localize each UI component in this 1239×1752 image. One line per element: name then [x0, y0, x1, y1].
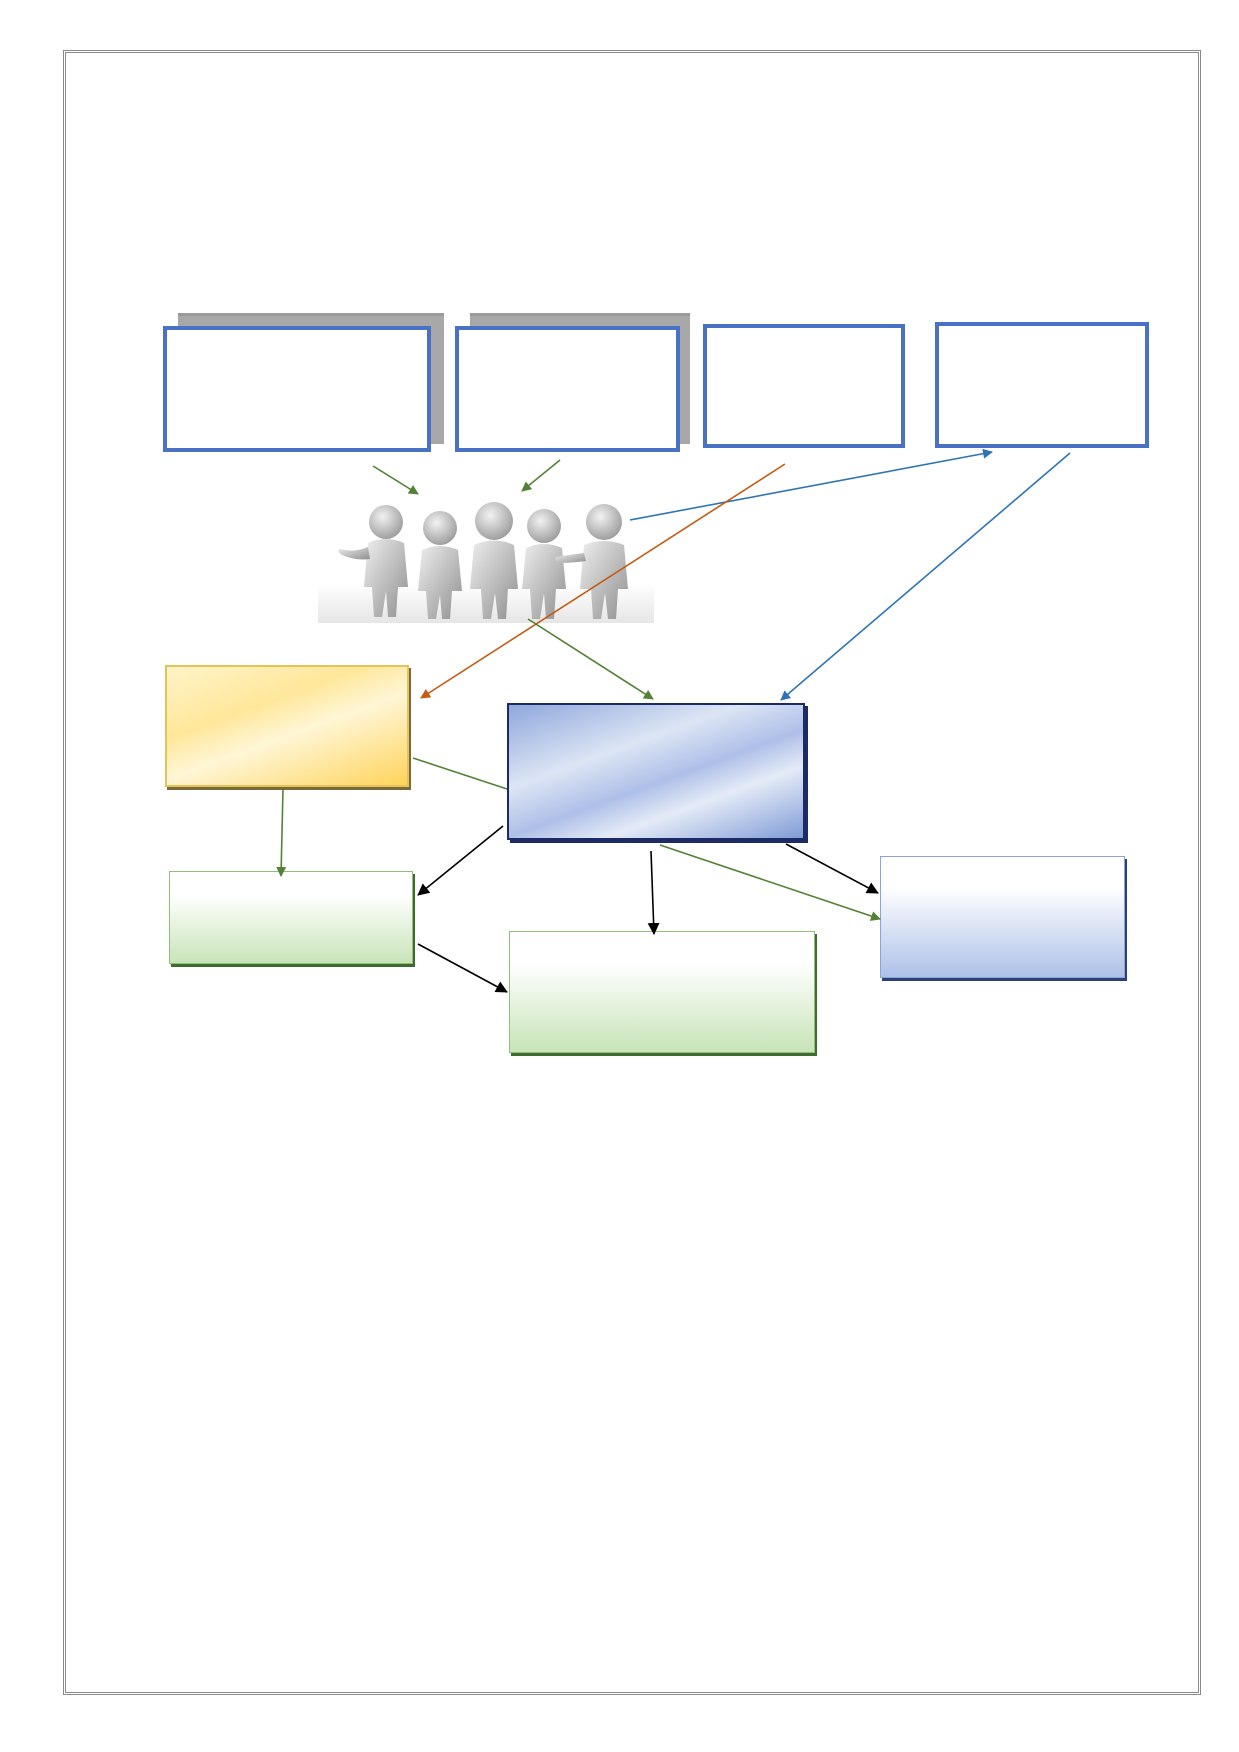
green-left-box: [169, 871, 413, 964]
page-border: [63, 50, 1201, 1695]
arrow-box3-to-yellow: [420, 463, 786, 699]
arrow-green-left-to-green-center: [417, 943, 508, 993]
main-box: [507, 703, 805, 840]
arrow-main-to-blue-right: [785, 843, 879, 894]
top-box-2: [455, 326, 680, 452]
arrow-box2-to-people: [521, 459, 561, 492]
line-yellow-to-main: [412, 757, 508, 790]
yellow-box: [165, 665, 409, 787]
green-center-box: [509, 931, 815, 1053]
top-box-3: [703, 324, 905, 448]
arrow-people-to-main: [527, 618, 654, 700]
arrow-yellow-to-green-left: [276, 788, 287, 877]
arrow-people-to-box4: [629, 448, 993, 521]
arrow-box4-to-main: [780, 452, 1071, 701]
arrow-main-to-green-center: [647, 850, 660, 935]
top-box-1: [163, 326, 431, 452]
arrow-main-green-to-blue-right: [659, 844, 881, 921]
top-box-4: [935, 322, 1149, 448]
blue-right-box: [880, 856, 1125, 978]
arrow-box1-to-people: [372, 465, 419, 495]
arrow-main-to-green-left: [417, 825, 504, 896]
